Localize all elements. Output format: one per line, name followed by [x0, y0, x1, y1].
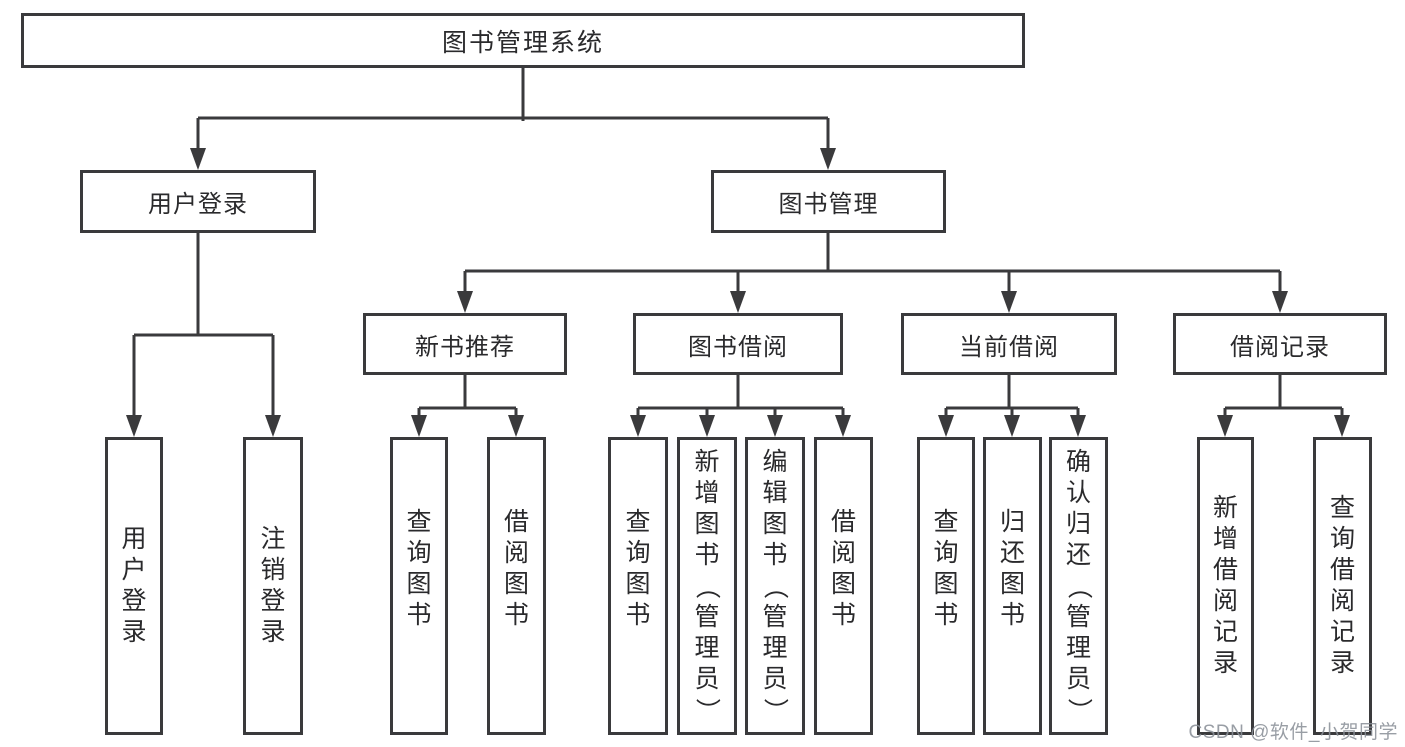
node-root: 图书管理系统: [21, 13, 1025, 68]
node-book-borrow-label: 图书借阅: [688, 333, 788, 361]
node-book-mgmt: 图书管理: [711, 170, 946, 233]
leaf-query-book-3: 查询图书: [917, 437, 975, 735]
edge-borrow-records-children: [1217, 375, 1350, 437]
leaf-add-borrow-record: 新增借阅记录: [1197, 437, 1254, 735]
leaf-query-book-3-label: 查询图书: [933, 508, 959, 629]
edge-root-to-level2: [190, 68, 836, 170]
node-current-borrow: 当前借阅: [901, 313, 1117, 375]
node-new-book-rec: 新书推荐: [363, 313, 567, 375]
node-borrow-records: 借阅记录: [1173, 313, 1387, 375]
leaf-return-book: 归还图书: [983, 437, 1042, 735]
leaf-borrow-book-2-label: 借阅图书: [830, 508, 856, 629]
leaf-add-borrow-record-label: 新增借阅记录: [1212, 494, 1238, 677]
leaf-edit-book-admin: 编辑图书（管理员）: [745, 437, 805, 735]
watermark: CSDN @软件_小贺同学: [1188, 722, 1398, 743]
node-root-label: 图书管理系统: [441, 28, 604, 57]
node-book-borrow: 图书借阅: [633, 313, 843, 375]
leaf-query-book-1: 查询图书: [390, 437, 448, 735]
leaf-borrow-book-1: 借阅图书: [487, 437, 546, 735]
leaf-add-book-admin-label: 新增图书（管理员）: [693, 447, 722, 723]
node-new-book-rec-label: 新书推荐: [415, 333, 515, 361]
leaf-confirm-return-admin-label: 确认归还（管理员）: [1064, 447, 1093, 723]
edge-book-mgmt-children: [457, 233, 1288, 313]
leaf-add-book-admin: 新增图书（管理员）: [677, 437, 737, 735]
node-current-borrow-label: 当前借阅: [959, 333, 1059, 361]
edge-current-borrow-children: [938, 375, 1086, 437]
leaf-query-book-2-label: 查询图书: [625, 508, 651, 629]
leaf-borrow-book-2: 借阅图书: [814, 437, 873, 735]
leaf-logout: 注销登录: [243, 437, 303, 735]
leaf-confirm-return-admin: 确认归还（管理员）: [1049, 437, 1108, 735]
edge-book-borrow-children: [630, 375, 851, 437]
node-user-login: 用户登录: [80, 170, 316, 233]
leaf-logout-label: 注销登录: [260, 525, 286, 646]
edge-new-book-rec-children: [411, 375, 524, 437]
leaf-query-borrow-record: 查询借阅记录: [1313, 437, 1372, 735]
leaf-query-book-1-label: 查询图书: [406, 508, 432, 629]
leaf-query-borrow-record-label: 查询借阅记录: [1329, 494, 1355, 677]
node-user-login-label: 用户登录: [148, 191, 248, 218]
node-book-mgmt-label: 图书管理: [778, 191, 879, 218]
leaf-query-book-2: 查询图书: [608, 437, 668, 735]
leaf-borrow-book-1-label: 借阅图书: [503, 508, 529, 629]
leaf-user-login: 用户登录: [105, 437, 163, 735]
leaf-return-book-label: 归还图书: [999, 508, 1025, 629]
node-borrow-records-label: 借阅记录: [1230, 333, 1330, 361]
leaf-user-login-label: 用户登录: [121, 525, 147, 646]
edge-user-login-children: [126, 233, 281, 437]
leaf-edit-book-admin-label: 编辑图书（管理员）: [761, 447, 790, 723]
